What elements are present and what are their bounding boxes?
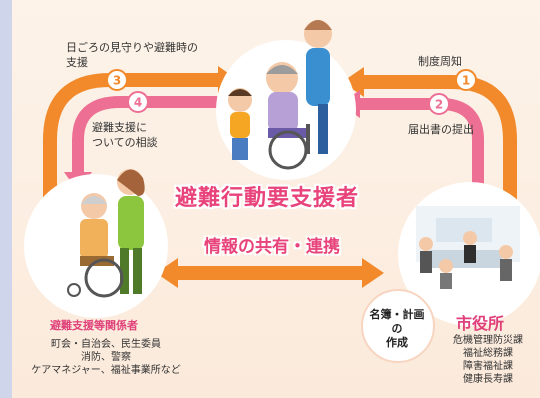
label-submit: 届出書の提出 — [408, 123, 474, 136]
badge-1-text: 1 — [462, 74, 470, 88]
badge-3-text: 3 — [113, 74, 121, 88]
badge-4-text: 4 — [134, 96, 142, 110]
badge-2-text: 2 — [435, 98, 443, 112]
elderly-wheelchair-icon — [228, 20, 332, 170]
badge-4: 4 — [127, 91, 149, 113]
badge-2: 2 — [428, 93, 450, 115]
meibo-circle — [361, 289, 435, 363]
badge-1: 1 — [455, 69, 477, 91]
city-office-title: 市役所 — [456, 314, 505, 333]
label-notice: 制度周知 — [418, 55, 462, 68]
main-title: 避難行動要支援者 — [175, 186, 360, 211]
left-band — [0, 0, 12, 398]
caregiver-icon — [67, 169, 145, 298]
label-daily-watch: 日ごろの見守りや避難時の 支援 — [66, 41, 198, 69]
meeting-room-icon — [416, 206, 520, 289]
label-consult: 避難支援に ついての相談 — [92, 121, 158, 149]
meibo-label: 名簿・計画 の 作成 — [369, 308, 425, 349]
supporters-list: 町会・自治会、民生委員 消防、警察 ケアマネジャー、福祉事業所など — [31, 339, 181, 376]
share-double-arrow — [156, 258, 384, 288]
city-office-departments: 危機管理防災課 福祉総務課 障害福祉課 健康長寿課 — [453, 335, 523, 385]
pink-arrow-right — [340, 90, 484, 190]
supporters-title: 避難支援等関係者 — [50, 319, 138, 332]
badge-3: 3 — [106, 69, 128, 91]
share-title: 情報の共有・連携 — [204, 237, 340, 257]
